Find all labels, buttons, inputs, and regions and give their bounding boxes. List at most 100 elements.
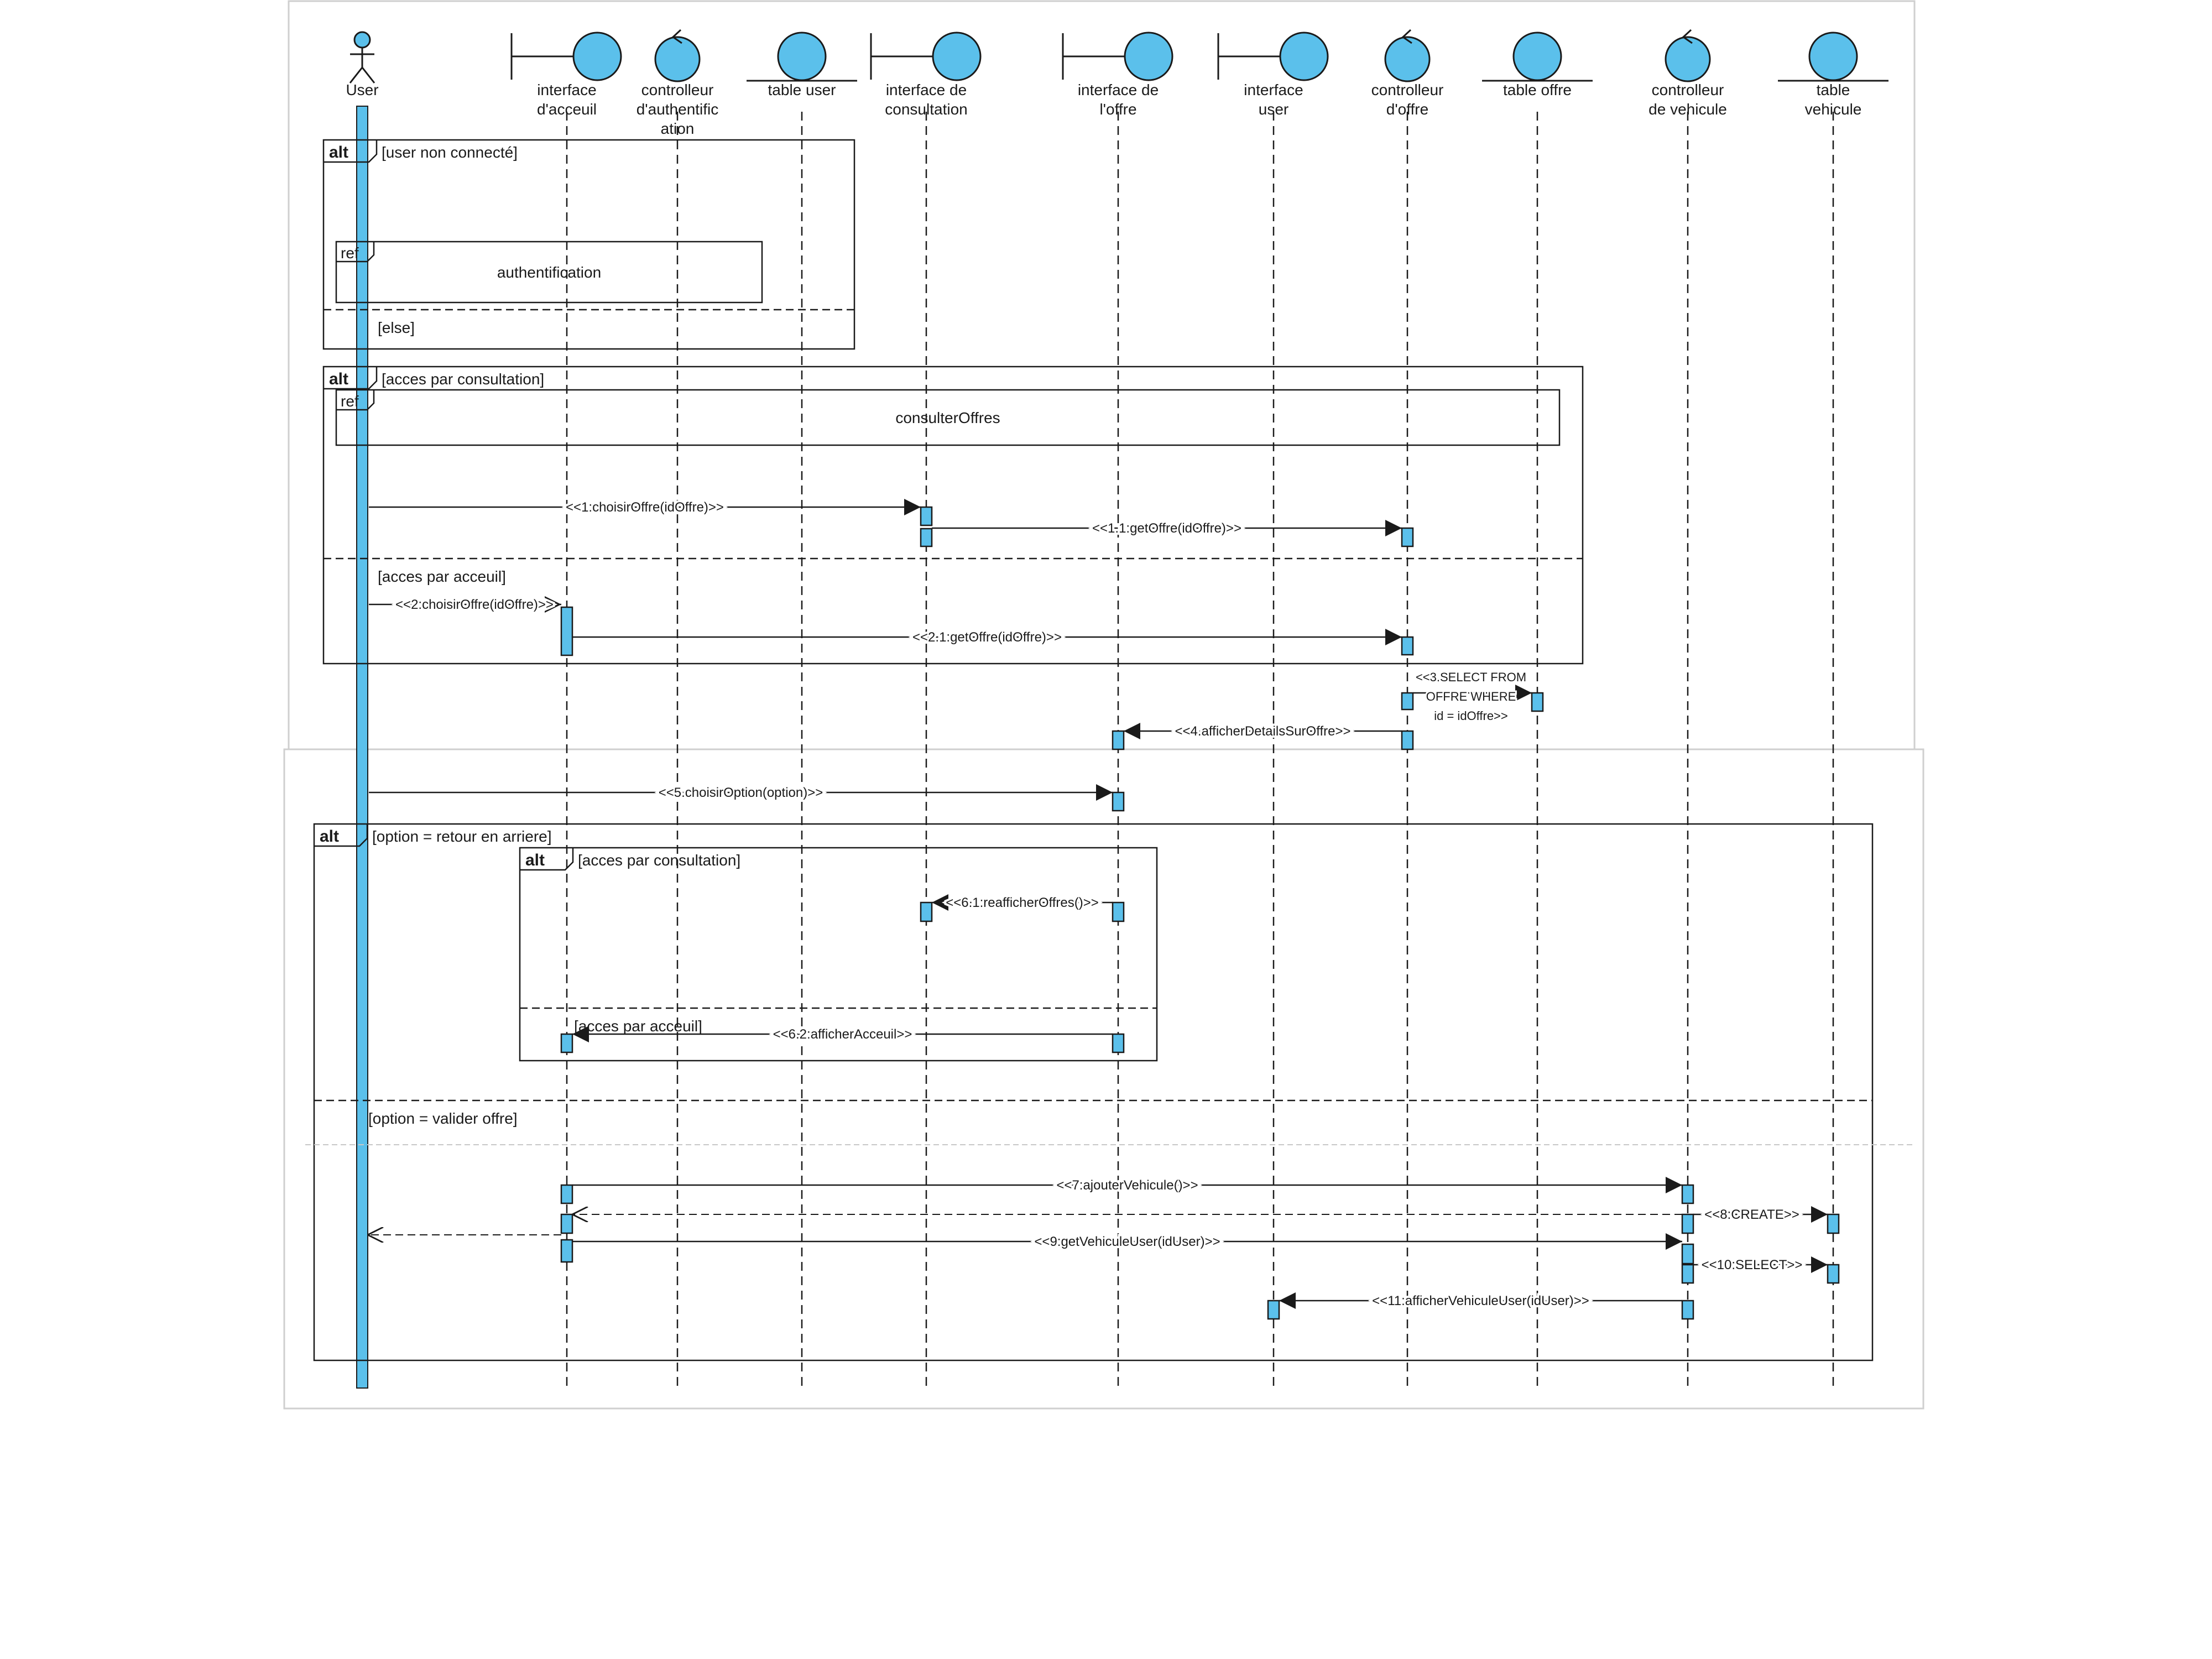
lifeline-tu: table user (747, 32, 857, 1388)
activation-box (1401, 527, 1414, 547)
message-label: <<10:SELECT>> (1702, 1258, 1803, 1272)
fragment-frame (519, 847, 1158, 1062)
message-label: <<9:getVehiculeUser(idUser)>> (1034, 1234, 1220, 1249)
fragment-tab (314, 824, 368, 847)
message-label: <<5.choisirOption(option)>> (659, 785, 823, 800)
message-m61: <<6.1:reafficherOffres()>> (932, 893, 1113, 912)
fragment-operator: alt (320, 827, 339, 846)
ref-tab (336, 242, 375, 263)
lifeline-label: User (346, 81, 378, 98)
message-m4: <<4.afficherDetailsSurOffre>> (1124, 722, 1402, 741)
ref-frame (335, 241, 763, 304)
activation-box (920, 901, 933, 922)
fragment-guard: [option = valider offre] (368, 1110, 518, 1127)
fragment-frame (322, 139, 855, 350)
fragment-guard: [acces par acceuil] (378, 568, 506, 585)
fragment-alt-user-connecte: alt[user non connecté][else] (322, 139, 855, 350)
actor-icon-body (349, 48, 375, 84)
message-label: <<1.1:getOffre(idOffre)>> (1092, 521, 1241, 536)
control-icon (654, 36, 701, 82)
ref-operator: ref (341, 244, 359, 262)
lifeline-label: controlleur (1371, 81, 1444, 98)
fragment-alt-option: alt [option = retour en arriere] [option =… (313, 823, 1874, 1361)
message-label: <<3.SELECT FROM (1416, 670, 1526, 684)
lifeline-label: table (1817, 81, 1850, 98)
message-m62: <<6.2:afficherAcceuil>> (572, 1025, 1113, 1044)
lifeline-label: interface (1244, 81, 1303, 98)
fragment-frame (313, 823, 1874, 1361)
message-m1: <<1:choisirOffre(idOffre)>> (369, 498, 921, 517)
activation-box (560, 606, 573, 656)
message-label: <<1:choisirOffre(idOffre)>> (566, 500, 724, 515)
message-label: <<2:choisirOffre(idOffre)>> (395, 597, 554, 612)
message-m10: <<10:SELECT>> (1693, 1255, 1828, 1275)
ref-frame (335, 389, 1561, 446)
activation-box (1681, 1264, 1694, 1284)
actor-icon (353, 31, 371, 49)
diagram-panel-top (288, 0, 1916, 752)
activation-box (920, 528, 933, 547)
fragment-alt-acces: alt[acces par consultation][acces par ac… (322, 366, 1584, 665)
fragment-guard: [acces par acceuil] (574, 1018, 702, 1035)
activation-box (560, 1213, 573, 1234)
entity-icon (777, 32, 827, 81)
fragment-guard: [acces par consultation] (578, 852, 740, 869)
lifeline-label: table user (768, 81, 836, 98)
message-label: <<7:ajouterVehicule()>> (1056, 1178, 1198, 1193)
ref-operator: ref (341, 393, 359, 410)
entity-icon (1512, 32, 1562, 81)
activation-box (1827, 1264, 1840, 1284)
fragment-alt-nested-acces: alt[acces par consultation][acces par ac… (519, 847, 1158, 1062)
lifeline-label: controlleur (1652, 81, 1724, 98)
control-icon (1384, 36, 1431, 82)
message-m8: <<8:CREATE>> (1693, 1205, 1828, 1224)
fragment-guard: [else] (378, 319, 415, 336)
lifeline-label: interface de (1078, 81, 1159, 98)
activation-box (1401, 692, 1414, 711)
message-m7: <<7:ajouterVehicule()>> (572, 1176, 1682, 1195)
message-label: <<6.1:reafficherOffres()>> (946, 895, 1099, 910)
boundary-icon (932, 32, 982, 81)
message-label: <<8:CREATE>> (1704, 1207, 1799, 1222)
activation-box (920, 506, 933, 526)
activation-box (1401, 730, 1414, 750)
activation-box (1112, 730, 1125, 750)
activation-box (1531, 692, 1544, 712)
activation-box (560, 1239, 573, 1263)
activation-box (1827, 1213, 1840, 1234)
boundary-icon (1279, 32, 1329, 81)
activation-box (1681, 1243, 1694, 1265)
fragment-guard: [option = retour en arriere] (372, 828, 552, 845)
message-m5: <<5.choisirOption(option)>> (369, 783, 1113, 802)
activation-box (1112, 791, 1125, 812)
activation-box (560, 1184, 573, 1204)
activation-box (560, 1033, 573, 1053)
fragment-guard: [user non connecté] (382, 144, 518, 161)
activation-box (1112, 901, 1125, 922)
boundary-icon (572, 32, 622, 81)
message-m2: <<2:choisirOffre(idOffre)>> (369, 595, 561, 614)
boundary-icon (1124, 32, 1173, 81)
activation-box (1401, 636, 1414, 656)
boundary-icon-bar (1217, 33, 1280, 80)
message-label: OFFRE WHERE (1426, 690, 1516, 703)
boundary-icon-bar (870, 33, 933, 80)
control-icon (1665, 36, 1711, 82)
activation-box (1681, 1213, 1694, 1234)
ref-tab (336, 390, 375, 411)
message-m21: <<2.1:getOffre(idOffre)>> (572, 628, 1402, 647)
fragment-tab (324, 367, 378, 390)
message-label: <<6.2:afficherAcceuil>> (773, 1027, 912, 1042)
control-icon-arrow (1682, 29, 1693, 44)
message-m9: <<9:getVehiculeUser(idUser)>> (572, 1232, 1682, 1251)
lifeline-label: interface (537, 81, 596, 98)
activation-box (1112, 1033, 1125, 1053)
